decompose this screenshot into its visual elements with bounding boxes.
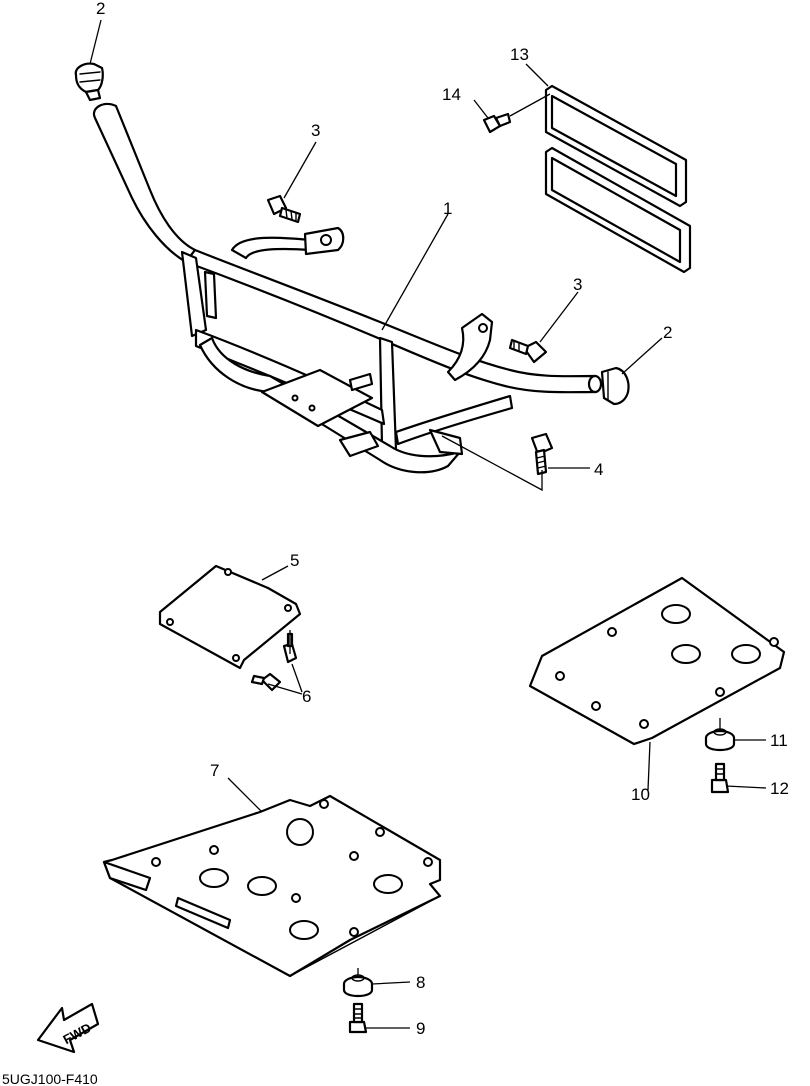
large-skid-plate [102,794,442,978]
callout-3-lower: 3 [573,275,582,294]
collar-8 [342,974,374,998]
bolt-3-lower [508,338,548,364]
tube-cap-left [74,62,104,102]
callout-9: 9 [416,1019,425,1038]
callout-10: 10 [631,785,650,804]
callout-labels: 1 2 2 3 3 4 5 6 7 8 9 10 11 12 13 14 [96,0,789,1038]
callout-4: 4 [594,460,603,479]
callout-1: 1 [443,199,452,218]
callout-2-top: 2 [96,0,105,18]
callout-5: 5 [290,551,299,570]
mesh-panels [544,84,692,274]
front-guard-frame [92,102,603,474]
bolt-9 [348,1002,368,1034]
diagram-code: 5UGJ100-F410 [2,1071,98,1086]
callout-7: 7 [210,761,219,780]
bolt-12 [710,762,730,794]
collar-11 [704,728,736,752]
callout-8: 8 [416,973,425,992]
engine-guard-plate [528,576,786,746]
leader-lines [89,19,767,1029]
callout-14: 14 [442,85,461,104]
bolt-3-upper [266,194,302,224]
callout-2-right: 2 [663,323,672,342]
small-guard-plate [158,564,302,670]
fwd-arrow-icon: FWD [36,1002,100,1054]
bolt-4 [530,432,554,476]
screw-14 [482,112,512,134]
callout-3-upper: 3 [311,121,320,140]
callout-11: 11 [770,731,788,750]
callout-13: 13 [510,45,529,64]
callout-12: 12 [770,779,789,798]
callout-6: 6 [302,687,311,706]
tube-cap-right [600,366,630,406]
